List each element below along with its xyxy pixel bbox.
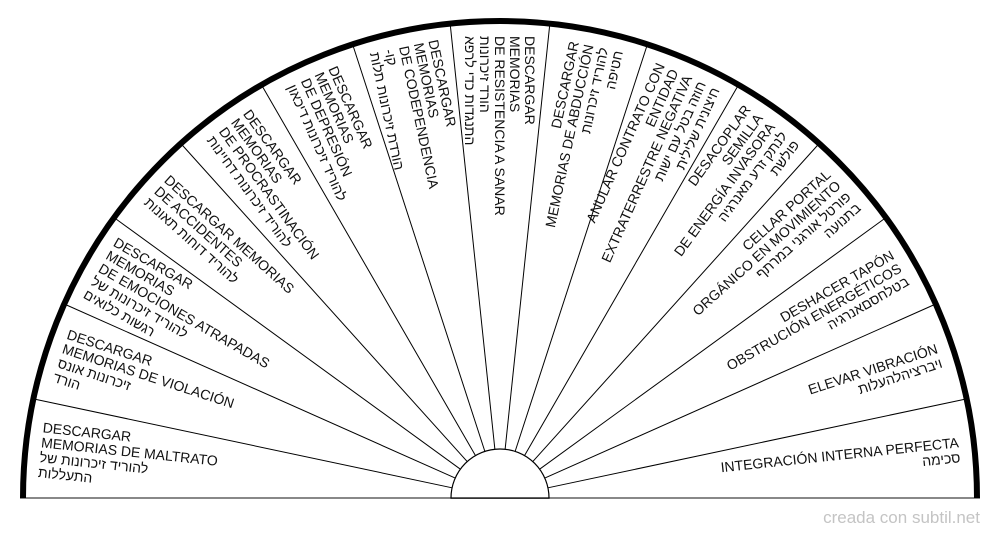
sector-label-line: MEMORIAS xyxy=(507,36,523,112)
sector-label-line: סכימה xyxy=(921,449,961,469)
sector-dividers xyxy=(33,23,967,489)
sector-label-line: OBSTRUCIÓN ENERGÉTICOS xyxy=(724,260,904,373)
sector-divider xyxy=(504,23,551,450)
sector-divider xyxy=(547,398,967,489)
sector-divider xyxy=(449,23,496,450)
sector-divider xyxy=(180,143,468,462)
sector-label-line: הורד זיכרונות xyxy=(477,36,493,113)
sector-label-line: DESCARGAR xyxy=(522,36,538,125)
sector-label-line: חטיפה xyxy=(602,49,626,91)
sector-divider xyxy=(524,84,739,456)
sector-divider xyxy=(539,217,887,470)
sector-divider xyxy=(33,398,453,489)
sector-divider xyxy=(261,84,476,456)
sector-divider xyxy=(532,143,820,462)
sector-label-line: DE RESISTENCIA A SANAR xyxy=(492,36,508,216)
sector-divider xyxy=(544,303,936,479)
inner-semicircle xyxy=(450,448,550,499)
sector-label-line: התעללות xyxy=(37,464,93,486)
sector-divider xyxy=(64,303,456,479)
credit-text: creada con subtil.net xyxy=(823,508,980,527)
sector-divider xyxy=(514,44,648,452)
sector-label-line: התנגדות כדי לרפא xyxy=(462,36,478,145)
sector-label-line: -קו xyxy=(381,48,400,68)
sector-divider xyxy=(352,44,486,452)
outer-arc xyxy=(20,18,980,499)
sector-divider xyxy=(113,217,461,470)
